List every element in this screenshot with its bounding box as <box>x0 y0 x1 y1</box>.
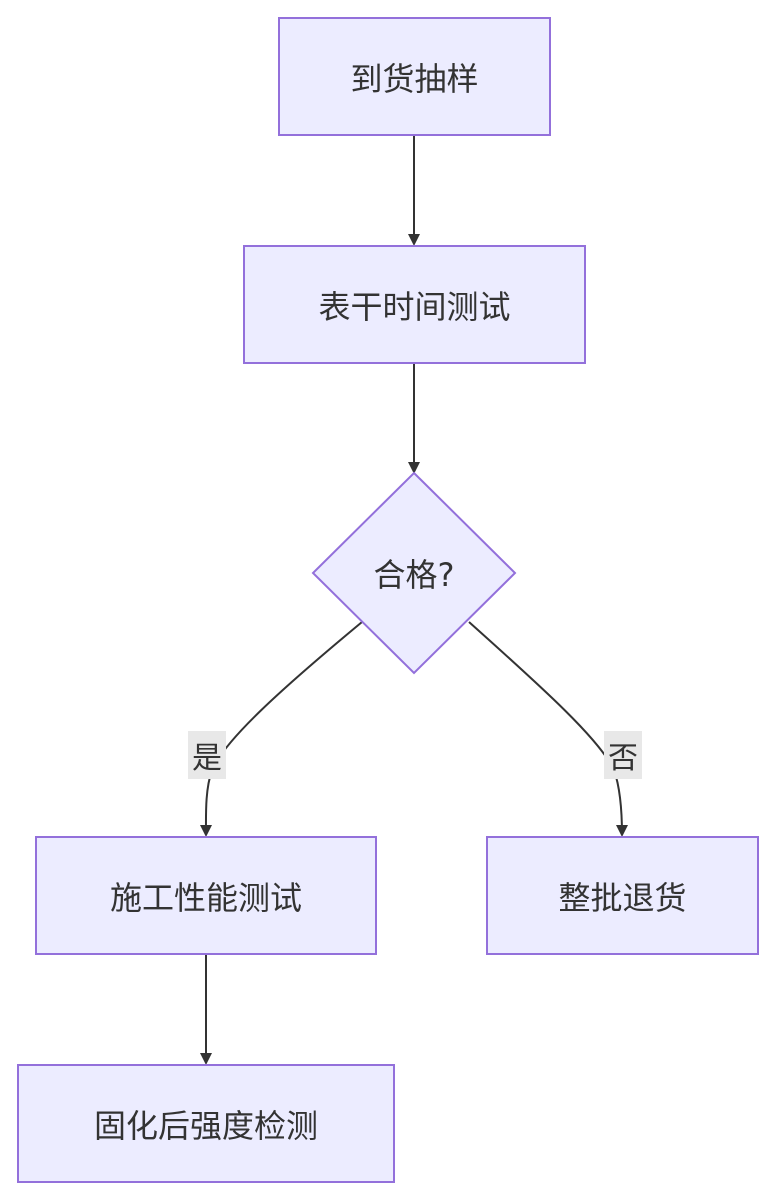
node-reject-batch: 整批退货 <box>486 836 759 955</box>
node-surface-dry-test-label: 表干时间测试 <box>318 287 511 326</box>
node-construction-test-label: 施工性能测试 <box>109 878 302 917</box>
edge-label-yes: 是 <box>188 731 226 779</box>
node-arrival-sampling: 到货抽样 <box>278 17 551 136</box>
node-reject-batch-label: 整批退货 <box>558 878 687 917</box>
node-surface-dry-test: 表干时间测试 <box>243 245 586 364</box>
node-construction-test: 施工性能测试 <box>35 836 377 955</box>
edge-label-yes-text: 是 <box>192 741 222 776</box>
node-decision: 合格? <box>334 543 494 603</box>
edge-label-no-text: 否 <box>608 741 638 776</box>
node-cured-strength-label: 固化后强度检测 <box>93 1106 318 1145</box>
edge-label-no: 否 <box>604 731 642 779</box>
node-cured-strength: 固化后强度检测 <box>17 1064 395 1183</box>
edge-decision-to-reject <box>468 621 628 837</box>
node-decision-label: 合格? <box>373 556 455 594</box>
node-arrival-sampling-label: 到货抽样 <box>350 59 479 98</box>
decision-diamond-shape <box>311 471 517 675</box>
edge-decision-to-construction <box>199 621 363 837</box>
